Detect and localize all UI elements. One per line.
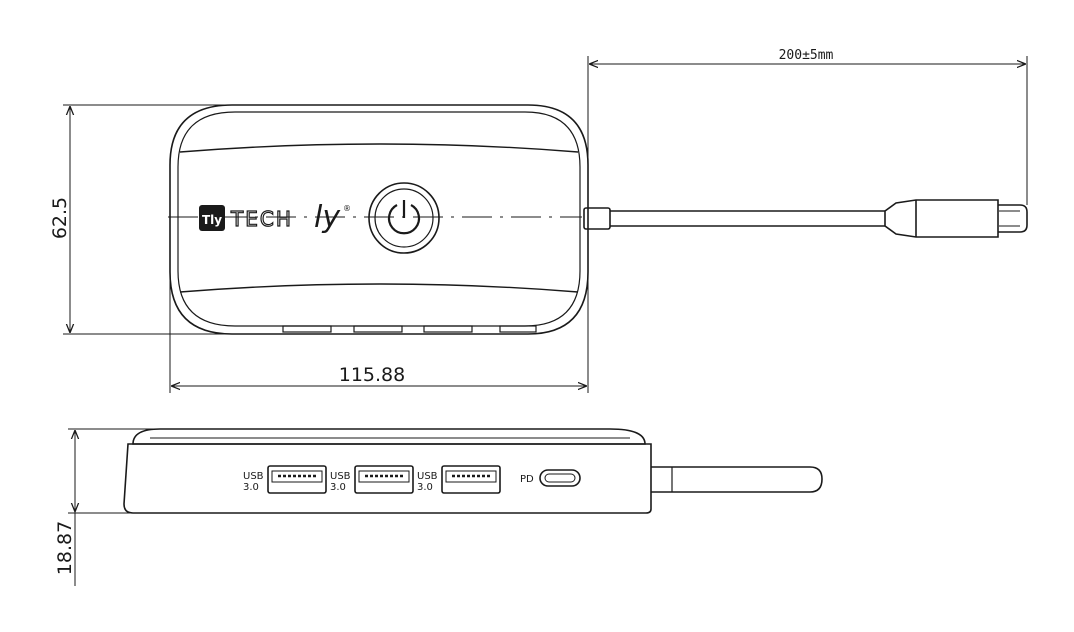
cable-dimension-label: 200±5mm bbox=[779, 48, 834, 63]
hub-inner-outline bbox=[177, 111, 581, 327]
usb-port-2-label-line1: USB bbox=[330, 471, 351, 482]
usb-port-2-label-line2: 3.0 bbox=[330, 482, 346, 493]
usb-port-1 bbox=[267, 465, 327, 494]
logo-name-script: ly bbox=[314, 200, 341, 235]
logo-name-block: TECH bbox=[230, 207, 293, 231]
power-button bbox=[368, 182, 440, 254]
usb-port-3-label-line2: 3.0 bbox=[417, 482, 433, 493]
usb-c-plug bbox=[998, 204, 1028, 233]
power-icon bbox=[387, 204, 421, 235]
side-cable bbox=[651, 466, 823, 493]
logo-mark-text: Tly bbox=[202, 213, 222, 227]
top-view bbox=[168, 104, 1028, 335]
usb-port-3 bbox=[441, 465, 501, 494]
side-height-dimension bbox=[68, 428, 160, 586]
bottom-port-notches bbox=[282, 325, 537, 333]
cable-boot bbox=[884, 199, 999, 238]
logo-registered: ® bbox=[343, 204, 351, 213]
side-height-dimension-label: 18.87 bbox=[54, 521, 76, 575]
side-lid bbox=[132, 428, 646, 445]
cable-dimension bbox=[587, 56, 1028, 208]
pd-port-label: PD bbox=[520, 474, 534, 485]
usb-c-cable bbox=[583, 199, 1028, 238]
width-dimension-label: 115.88 bbox=[339, 364, 405, 386]
side-body bbox=[123, 443, 652, 514]
hub-bottom-face-line bbox=[179, 283, 579, 293]
width-dimension bbox=[169, 272, 589, 393]
side-view bbox=[123, 428, 823, 514]
pd-port bbox=[539, 469, 581, 487]
height-dimension-label: 62.5 bbox=[49, 197, 71, 239]
cable-strain-relief bbox=[583, 207, 611, 230]
hub-top-face-line bbox=[179, 143, 579, 153]
usb-port-3-label-line1: USB bbox=[417, 471, 438, 482]
usb-port-2 bbox=[354, 465, 414, 494]
usb-port-1-label-line1: USB bbox=[243, 471, 264, 482]
usb-port-1-label-line2: 3.0 bbox=[243, 482, 259, 493]
logo-badge bbox=[199, 205, 225, 231]
hub-outer-outline bbox=[169, 104, 589, 335]
techly-logo: Tly TECH ly ® bbox=[199, 200, 351, 235]
height-dimension bbox=[63, 104, 232, 335]
